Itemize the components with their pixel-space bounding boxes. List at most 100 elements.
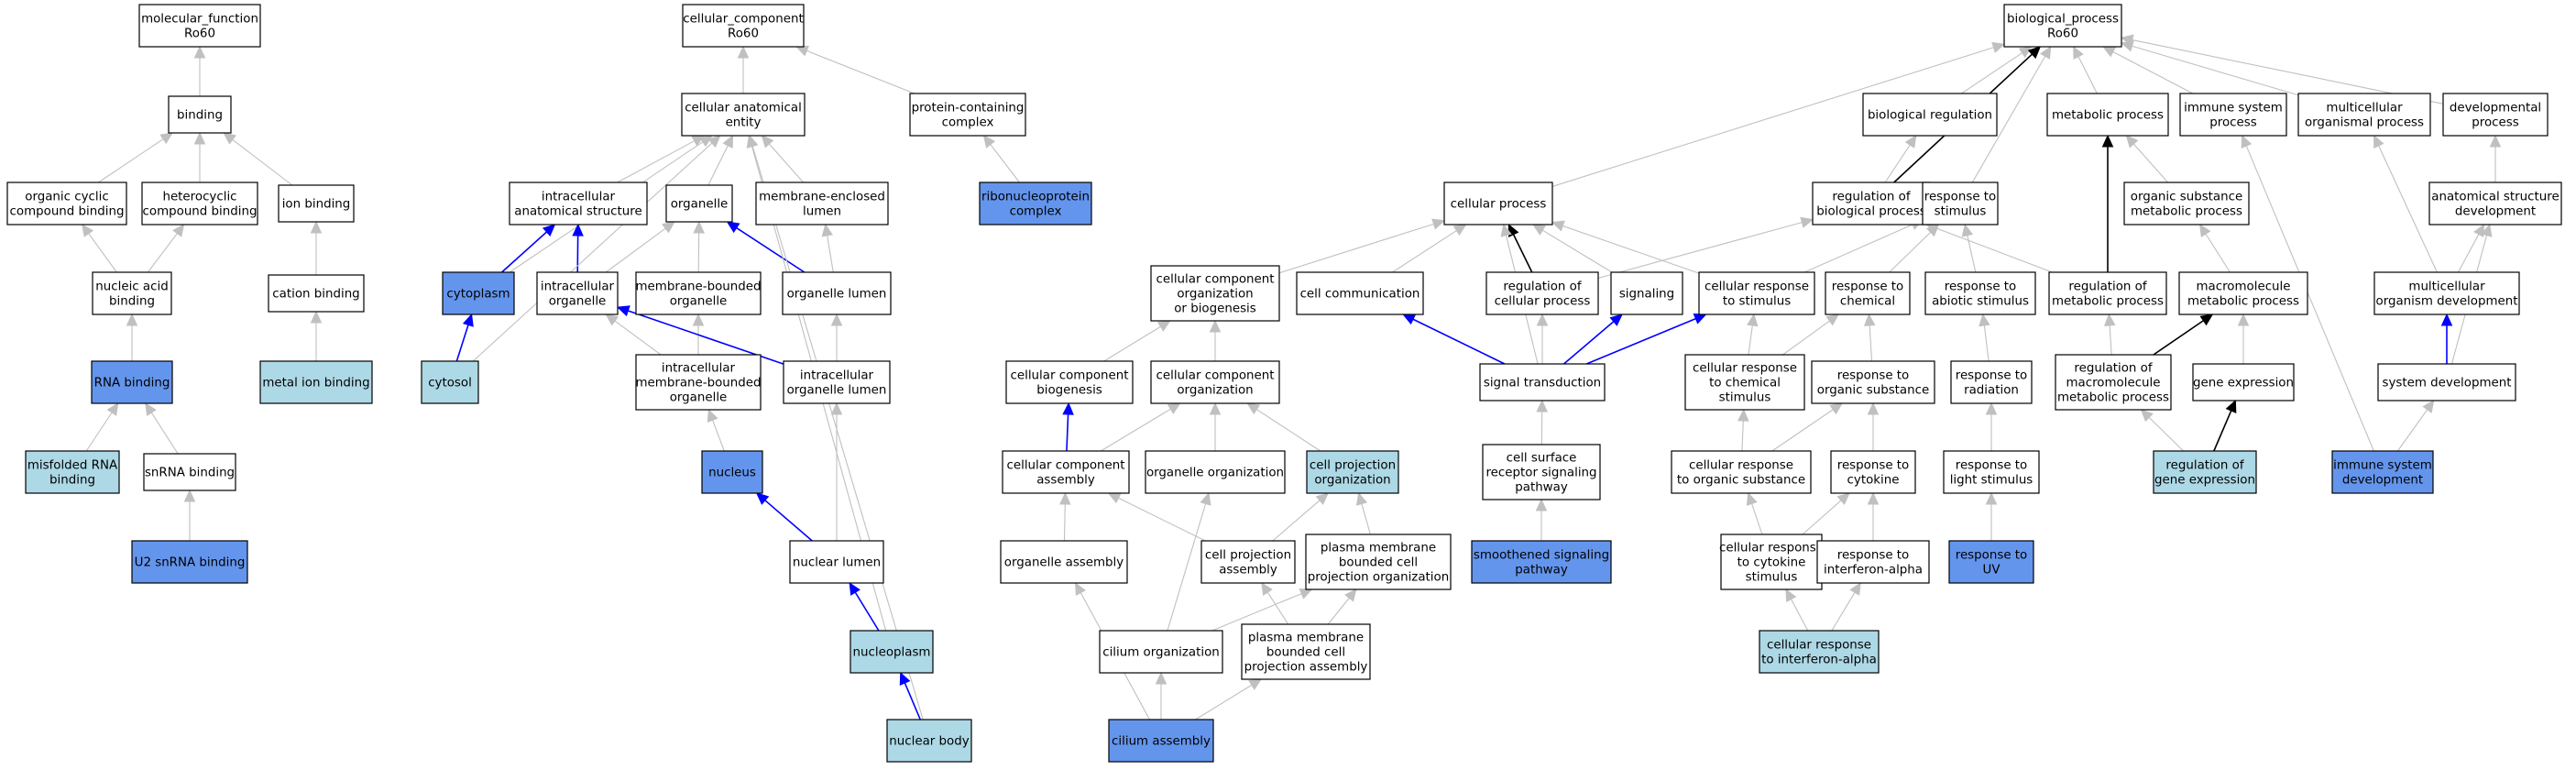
go-term-label: projection assembly — [1244, 661, 1368, 675]
go-term-label: anatomical structure — [2431, 191, 2559, 204]
edge-ccomm-to-cp — [1392, 224, 1467, 273]
edge-nl-to-iol — [830, 402, 843, 541]
go-term-label: regulation of — [2074, 362, 2152, 376]
go-term-label: or biogenesis — [1174, 302, 1256, 316]
edge-metalb-to-cationb — [310, 310, 323, 361]
edge-nl-to-nucleus — [755, 492, 813, 542]
go-term-node-ionb: ion binding — [278, 184, 355, 223]
go-term-label: macromolecule — [2196, 280, 2290, 294]
edge-oo-to-cco — [1209, 402, 1222, 451]
go-term-label: stimulus — [1719, 391, 1771, 405]
go-term-label: immune system — [2184, 102, 2283, 116]
edge-ias-to-cae — [617, 135, 706, 183]
edge-cpa-to-cpo — [1272, 492, 1330, 542]
edge-cca-to-ccb — [1062, 402, 1074, 452]
go-term-label: plasma membrane — [1321, 542, 1436, 556]
edge-nucleus-to-imbo — [707, 408, 725, 452]
go-term-label: to interferon-alpha — [1761, 654, 1877, 667]
go-term-label: abiotic stimulus — [1932, 295, 2029, 309]
go-term-label: smoothened signaling — [1474, 549, 1609, 563]
go-term-node-ccomm: cell communication — [1296, 271, 1424, 315]
edge-rtas-to-rts — [1961, 223, 1977, 273]
edge-isd-to-isp — [2241, 134, 2374, 452]
edge-isp-to-bp — [2102, 46, 2194, 94]
edge-crtifa-to-crtc — [1785, 588, 1809, 632]
go-term-label: projection organization — [1308, 571, 1449, 585]
go-term-label: metal ion binding — [262, 377, 369, 390]
edge-ccb-to-ccob — [1103, 320, 1171, 362]
go-term-label: response to — [1837, 369, 1910, 383]
go-term-label: bounded cell — [1266, 646, 1345, 660]
go-term-label: response to — [1832, 280, 1904, 294]
edge-rtos-to-rtc — [1863, 313, 1876, 362]
edge-cytosol-to-cae — [472, 135, 721, 362]
go-term-label: gene expression — [2154, 474, 2255, 488]
edge-rge-to-rmmp — [2140, 409, 2184, 452]
edge-rts-to-bp — [1971, 45, 2052, 183]
edge-crtos-to-crcs — [1737, 408, 1749, 452]
go-term-node-oa: organelle assembly — [1000, 540, 1128, 584]
edge-cpa-to-cca — [1107, 492, 1206, 542]
go-term-label: cellular response — [1693, 362, 1797, 376]
go-term-label: binding — [177, 109, 223, 123]
go-term-label: cell projection — [1310, 459, 1396, 473]
go-term-node-rnab: RNA binding — [91, 360, 173, 404]
edge-mbo-to-organelle — [693, 220, 705, 273]
go-term-label: organelle — [671, 198, 729, 212]
go-term-label: response to — [1924, 191, 1997, 204]
go-term-label: chemical — [1840, 295, 1895, 309]
go-term-label: cytosol — [428, 377, 472, 390]
edge-ssp-to-csrsp — [1535, 498, 1548, 541]
go-term-label: organization — [1177, 384, 1253, 398]
go-term-label: cellular_component — [683, 13, 803, 27]
go-term-label: cell projection — [1205, 549, 1291, 563]
edge-mmp-to-osmp — [2198, 223, 2231, 273]
go-term-label: membrane-enclosed — [759, 191, 885, 204]
go-term-label: organelle — [549, 295, 607, 309]
go-term-label: cellular response — [1705, 280, 1809, 294]
edge-ccob-to-cp — [1278, 218, 1446, 274]
go-term-label: receptor signaling — [1485, 467, 1596, 480]
edge-io-to-organelle — [605, 221, 675, 273]
go-term-label: assembly — [1219, 564, 1277, 578]
edge-rmp-to-metp — [2101, 134, 2114, 272]
go-term-label: organismal process — [2305, 116, 2424, 130]
go-term-label: Ro60 — [2047, 28, 2078, 41]
edge-ciliumasm-to-ciliumorg — [1155, 671, 1167, 720]
edge-crcs-to-crs — [1747, 313, 1759, 356]
edge-rtifa-to-rtcyt — [1867, 491, 1880, 541]
edge-ionb-to-binding — [223, 132, 293, 186]
edge-ciliumasm-to-pmbcpa — [1195, 678, 1263, 720]
go-term-label: gene expression — [2193, 377, 2294, 390]
go-term-node-organelle: organelle — [665, 184, 733, 223]
edge-hcb-to-binding — [193, 131, 206, 182]
edge-u2-to-snrnab — [183, 489, 196, 541]
go-term-label: entity — [726, 116, 762, 130]
edge-nb-to-cae — [747, 134, 924, 720]
go-term-node-cytosol: cytosol — [421, 360, 479, 404]
edge-crtos-to-rtos — [1771, 402, 1844, 452]
go-term-label: multicellular — [2408, 280, 2485, 294]
go-term-label: process — [2472, 116, 2518, 130]
go-term-label: cellular component — [1011, 369, 1129, 383]
